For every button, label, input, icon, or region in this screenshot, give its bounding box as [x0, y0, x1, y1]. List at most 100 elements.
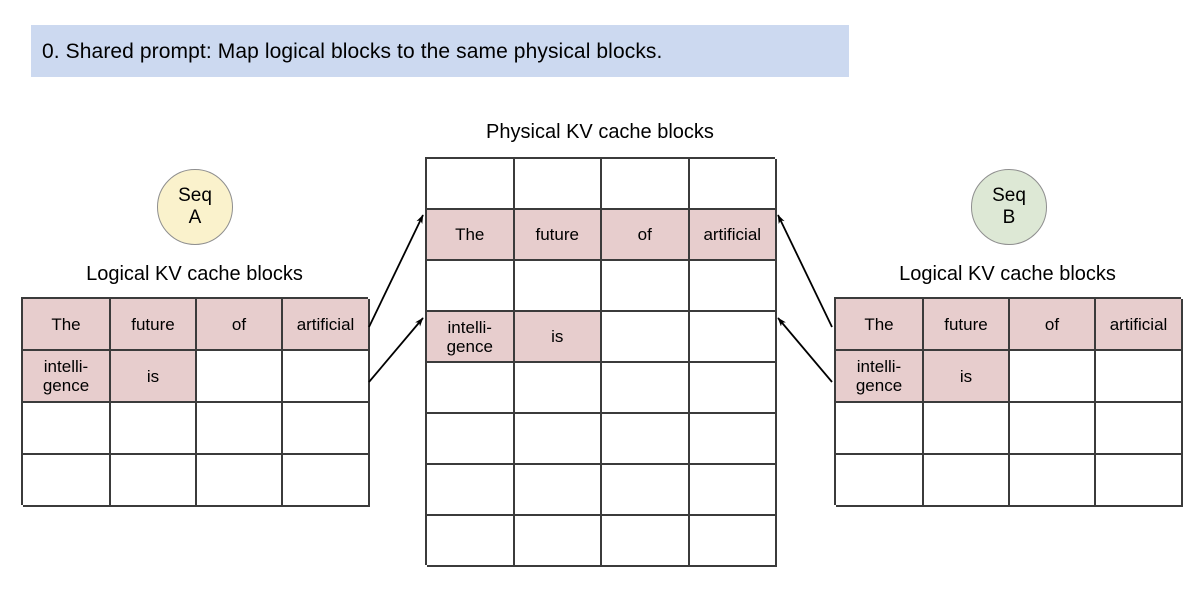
kv-block-token: future [535, 225, 579, 244]
kv-block-cell: The [836, 299, 924, 351]
logical-kv-cache-grid-right: The future of artificial intelli-gence is [834, 297, 1183, 507]
kv-block-token: artificial [1109, 314, 1168, 334]
kv-block-cell [514, 414, 602, 465]
sequence-badge-a-line1: Seq [178, 185, 212, 206]
kv-block-token: intelli-gence [446, 317, 493, 356]
kv-block-cell: intelli-gence [23, 351, 111, 403]
kv-block-cell: The [427, 210, 515, 261]
kv-block-cell: is [924, 351, 1010, 403]
kv-block-token: future [131, 314, 175, 334]
kv-block-cell [602, 465, 690, 516]
kv-block-cell [427, 516, 515, 567]
kv-block-cell [602, 261, 690, 312]
sequence-badge-b: Seq B [971, 169, 1047, 245]
kv-block-cell [689, 261, 777, 312]
sequence-badge-a: Seq A [157, 169, 233, 245]
kv-block-cell [514, 261, 602, 312]
kv-block-cell [23, 455, 111, 507]
kv-block-token: is [959, 366, 973, 386]
kv-block-token: of [1044, 314, 1060, 334]
kv-block-cell: intelli-gence [836, 351, 924, 403]
kv-block-cell [427, 363, 515, 414]
logical-blocks-caption-left: Logical KV cache blocks [86, 263, 303, 285]
kv-block-cell [836, 403, 924, 455]
kv-block-cell [602, 363, 690, 414]
physical-blocks-caption: Physical KV cache blocks [486, 121, 714, 143]
logical-blocks-caption-right: Logical KV cache blocks [899, 263, 1116, 285]
kv-block-cell [283, 455, 370, 507]
kv-block-cell [836, 455, 924, 507]
arrow-right-row1-to-physical-row2 [777, 214, 833, 328]
kv-block-cell [924, 455, 1010, 507]
kv-block-cell [514, 516, 602, 567]
kv-block-cell: future [924, 299, 1010, 351]
kv-block-cell [427, 465, 515, 516]
shared-prompt-banner: 0. Shared prompt: Map logical blocks to … [31, 25, 849, 77]
kv-block-token: of [231, 314, 247, 334]
kv-block-cell [602, 312, 690, 363]
kv-block-cell: The [23, 299, 111, 351]
kv-block-token: is [551, 327, 564, 346]
kv-block-cell [197, 403, 283, 455]
kv-block-cell [23, 403, 111, 455]
arrow-left-row2-to-physical-row4 [368, 317, 424, 383]
kv-block-cell [514, 465, 602, 516]
kv-block-token: The [455, 225, 485, 244]
kv-block-cell [427, 159, 515, 210]
kv-block-cell [111, 455, 197, 507]
kv-block-cell [283, 351, 370, 403]
kv-block-cell: is [111, 351, 197, 403]
kv-block-token: intelli-gence [855, 357, 903, 395]
kv-block-cell [1010, 403, 1096, 455]
kv-block-cell [283, 403, 370, 455]
arrow-right-row2-to-physical-row4 [777, 317, 833, 383]
kv-block-cell [689, 363, 777, 414]
kv-block-token: future [944, 314, 988, 334]
kv-block-cell: is [514, 312, 602, 363]
kv-block-cell [111, 403, 197, 455]
kv-block-cell: of [602, 210, 690, 261]
physical-kv-cache-grid: The future of artificial intelli-gence is [425, 157, 777, 567]
kv-block-token: The [51, 314, 81, 334]
kv-block-cell [1010, 351, 1096, 403]
sequence-badge-b-line2: B [1002, 207, 1016, 228]
kv-block-cell: artificial [283, 299, 370, 351]
kv-block-cell: of [1010, 299, 1096, 351]
kv-block-token: The [864, 314, 894, 334]
kv-block-cell: intelli-gence [427, 312, 515, 363]
kv-block-cell [689, 516, 777, 567]
kv-block-cell [197, 455, 283, 507]
kv-block-cell: artificial [1096, 299, 1183, 351]
kv-block-cell [689, 312, 777, 363]
kv-block-token: is [146, 366, 160, 386]
kv-block-token: intelli-gence [42, 357, 90, 395]
shared-prompt-text: 0. Shared prompt: Map logical blocks to … [42, 39, 663, 63]
kv-block-cell [1096, 351, 1183, 403]
sequence-badge-b-line1: Seq [992, 185, 1026, 206]
kv-block-cell: of [197, 299, 283, 351]
kv-block-cell: artificial [689, 210, 777, 261]
kv-block-cell [514, 363, 602, 414]
kv-block-cell [1010, 455, 1096, 507]
kv-block-cell [689, 414, 777, 465]
kv-block-cell [602, 516, 690, 567]
kv-block-cell: future [514, 210, 602, 261]
kv-block-cell [689, 159, 777, 210]
logical-kv-cache-grid-left: The future of artificial intelli-gence is [21, 297, 370, 507]
kv-block-cell [602, 159, 690, 210]
kv-block-cell [602, 414, 690, 465]
kv-block-cell: future [111, 299, 197, 351]
kv-block-token: of [637, 225, 652, 244]
arrow-left-row1-to-physical-row2 [368, 214, 424, 328]
kv-block-cell [689, 465, 777, 516]
kv-block-cell [1096, 403, 1183, 455]
kv-block-cell [514, 159, 602, 210]
kv-block-cell [924, 403, 1010, 455]
kv-block-cell [427, 414, 515, 465]
kv-block-cell [197, 351, 283, 403]
kv-block-token: artificial [296, 314, 355, 334]
sequence-badge-a-line2: A [188, 207, 202, 228]
kv-block-cell [427, 261, 515, 312]
kv-block-cell [1096, 455, 1183, 507]
kv-block-token: artificial [703, 225, 762, 244]
